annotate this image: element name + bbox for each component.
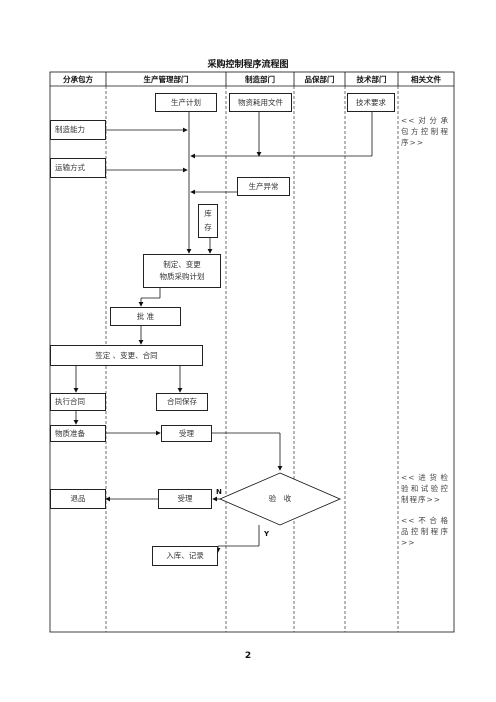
material-consumption-box: 物资耗用文件	[229, 93, 292, 112]
inventory-box: 库 存	[198, 204, 218, 238]
production-plan-box: 生产计划	[155, 93, 217, 112]
yes-label: Y	[264, 530, 270, 538]
inspection-label: 验 收	[268, 494, 292, 503]
column-header-production-mgmt: 生产管理部门	[143, 75, 189, 84]
accept-box-1: 受理	[161, 425, 212, 442]
page-number: 2	[244, 651, 252, 661]
related-doc-subcontractor-control: <<对分承包方控制程序>>	[401, 116, 449, 147]
make-change-plan-box: 制定、变更 物质采购计划	[143, 254, 221, 288]
column-header-subcontractor: 分承包方	[63, 75, 93, 84]
related-doc-inspection-control: <<进货检验和试验控制程序>>	[401, 473, 449, 504]
warehouse-record-box: 入库、记录	[152, 546, 218, 566]
column-header-technical: 技术部门	[356, 75, 387, 84]
sign-contract-box: 签定 、变更、合同	[50, 345, 203, 366]
execute-contract-box: 执行合同	[50, 393, 106, 411]
tech-requirements-box: 技术要求	[347, 93, 395, 112]
manufacturing-capability-box: 制造能力	[50, 120, 106, 140]
column-header-manufacturing: 制造部门	[245, 75, 275, 84]
column-header-related-docs: 相关文件	[411, 75, 441, 84]
transport-method-box: 运输方式	[50, 158, 106, 178]
accept-box-2: 受理	[158, 489, 212, 509]
inspection-diamond	[218, 472, 342, 526]
related-doc-nonconforming-control: <<不合格品控制程序>>	[401, 516, 449, 547]
no-label: N	[216, 488, 222, 496]
production-abnormal-box: 生产异常	[237, 177, 290, 196]
return-goods-box: 退品	[50, 489, 106, 509]
material-prep-box: 物质准备	[50, 425, 106, 442]
column-header-quality: 品保部门	[304, 75, 335, 84]
page-title: 采购控制程序流程图	[207, 60, 289, 70]
contract-storage-box: 合同保存	[156, 393, 208, 411]
approve-box: 批 准	[110, 307, 181, 326]
